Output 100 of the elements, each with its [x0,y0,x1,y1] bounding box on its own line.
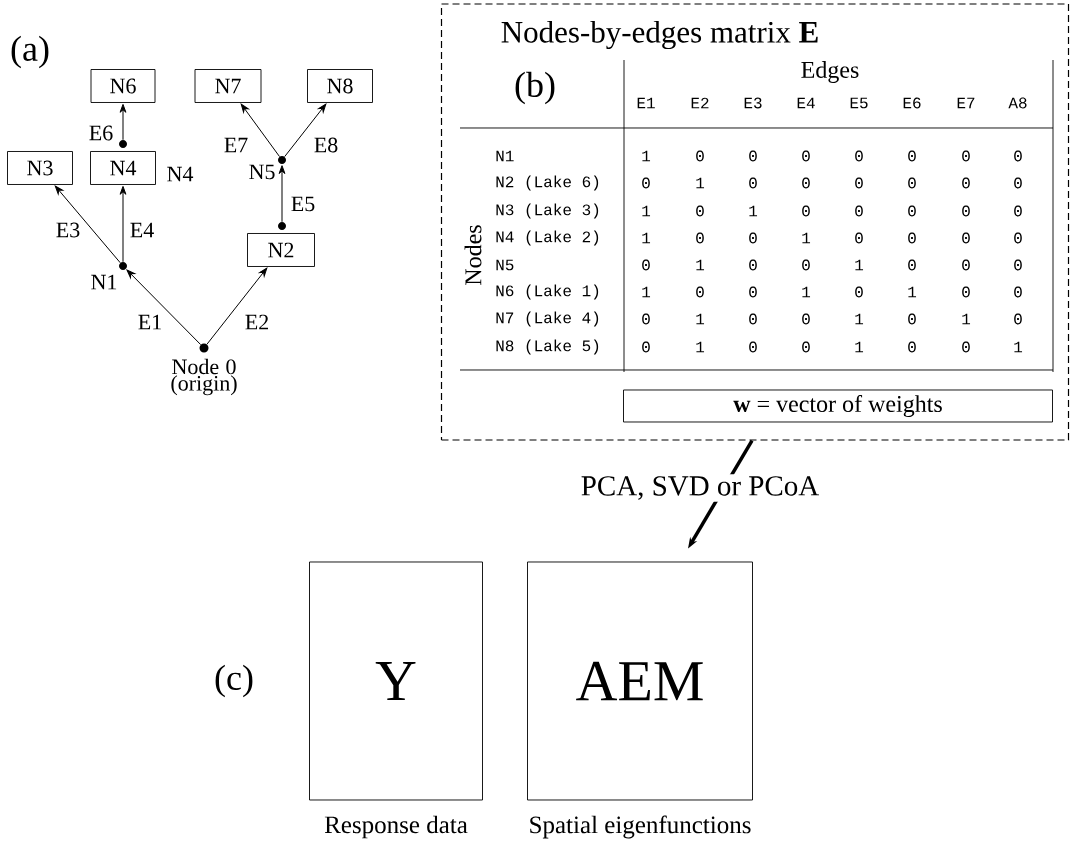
node-label: N1 [91,274,117,290]
matrix-value: 0 [855,150,863,162]
matrix-value: 0 [802,150,810,162]
matrix-value: 1 [749,205,758,217]
matrix-value: 0 [642,341,650,353]
matrix-box: AEM [527,561,753,801]
node-label: Node 0 (origin) [171,358,237,396]
panel-letter: (a) [11,35,49,69]
matrix-value: 0 [962,232,970,244]
node-label: N4 [167,166,194,182]
matrix-value: 1 [642,232,651,244]
matrix-value: 1 [1014,341,1023,353]
arrow [206,267,268,345]
row-header: N8 (Lake 5) [496,339,599,355]
matrix-value: 0 [749,313,757,325]
matrix-value: 1 [855,341,864,353]
edge-label: E5 [291,196,315,212]
matrix-value: 0 [749,177,757,189]
matrix-value: 1 [855,259,864,271]
edge-label: E7 [224,137,248,153]
matrix-value: 1 [642,205,651,217]
matrix-value: 0 [1014,259,1022,271]
matrix-value: 1 [696,259,705,271]
edge-label: E3 [56,222,80,238]
row-header: N7 (Lake 4) [496,311,599,327]
matrix-value: 0 [908,313,916,325]
matrix-value: 0 [749,286,757,298]
matrix-value: 0 [696,232,704,244]
arrow [278,165,286,223]
matrix-value: 0 [802,205,810,217]
matrix-value: 0 [1014,313,1022,325]
matrix-value: 0 [1014,232,1022,244]
matrix-value: 0 [908,259,916,271]
node-label: Response data [324,815,468,839]
node-box: N4 [90,151,156,185]
matrix-value: 0 [855,232,863,244]
matrix-value: 0 [642,259,650,271]
matrix-value: 1 [642,286,651,298]
matrix-value: 1 [802,232,811,244]
column-header: E2 [691,97,709,109]
axis-title: Nodes [464,225,482,285]
node-box: N3 [7,151,73,185]
matrix-value: 0 [802,341,810,353]
matrix-value: 1 [802,286,811,298]
matrix-value: 0 [1014,286,1022,298]
matrix-value: 0 [908,205,916,217]
matrix-value: 0 [696,205,704,217]
arrow [126,269,202,346]
edge-label: E8 [314,137,338,153]
matrix-value: 0 [908,177,916,189]
matrix-value: 0 [642,177,650,189]
column-header: E4 [797,97,815,109]
row-header: N5 [496,259,514,271]
matrix-value: 0 [908,150,916,162]
panel-letter: (b) [515,71,555,105]
column-header: A8 [1008,97,1027,109]
arrow [284,103,327,158]
matrix-value: 1 [962,313,971,325]
matrix-value: 0 [855,205,863,217]
column-header: E7 [957,97,975,109]
matrix-value: 0 [696,150,704,162]
matrix-value: 0 [962,205,970,217]
node-box: N7 [194,69,262,103]
matrix-value: 1 [908,286,917,298]
edge-label: PCA, SVD or PCoA [578,474,822,502]
column-header: E3 [744,97,762,109]
weights-box: w = vector of weights [623,389,1053,423]
matrix-value: 0 [908,232,916,244]
matrix-value: 0 [802,259,810,271]
panel-title: Nodes-by-edges matrix E [501,20,818,50]
row-header: N2 (Lake 6) [496,175,599,191]
arrow [119,185,127,263]
edge-label: E1 [138,314,161,330]
column-header: E5 [850,97,868,109]
matrix-value: 0 [962,341,970,353]
matrix-value: 0 [962,286,970,298]
row-header: N4 (Lake 2) [496,230,599,246]
node-label: Spatial eigenfunctions [530,815,751,839]
edge-label: E4 [130,222,154,238]
edge-label: E6 [89,125,113,141]
axis-title: Edges [801,61,859,83]
matrix-value: 1 [696,313,705,325]
column-header: E1 [637,97,655,109]
matrix-value: 0 [855,286,863,298]
matrix-value: 0 [802,313,810,325]
matrix-value: 0 [749,259,757,271]
matrix-value: 1 [696,177,705,189]
matrix-value: 0 [749,150,757,162]
matrix-value: 0 [1014,177,1022,189]
matrix-box: Y [309,561,483,801]
matrix-value: 1 [855,313,864,325]
node-box: N8 [307,69,373,103]
node-box: N2 [247,233,315,267]
matrix-value: 0 [1014,205,1022,217]
arrow [240,103,281,158]
row-header: N6 (Lake 1) [496,284,599,300]
node-box: N6 [90,69,156,103]
matrix-value: 0 [749,341,757,353]
arrow [54,185,121,264]
column-header: E6 [903,97,921,109]
